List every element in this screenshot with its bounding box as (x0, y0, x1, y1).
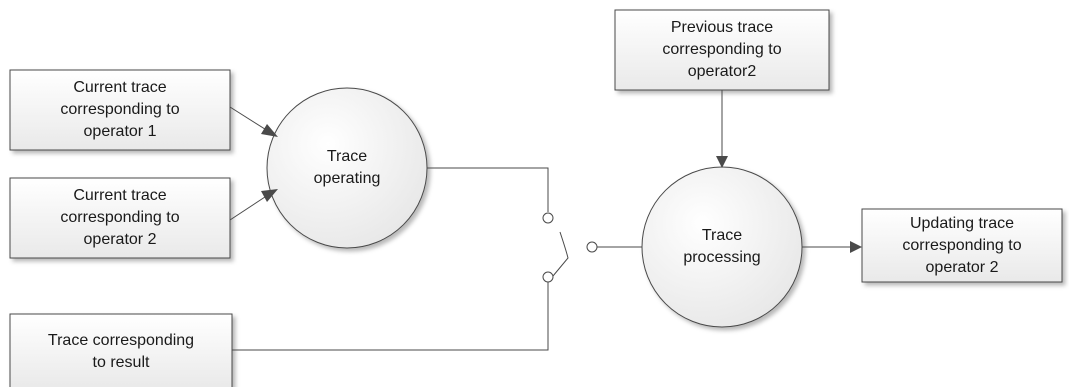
box-updating-trace-operator-2 (861, 208, 1063, 283)
arrowhead-into-operating-bottom (261, 189, 278, 202)
box-previous-trace-operator2 (614, 9, 830, 91)
connector-op2-to-operating (229, 194, 269, 221)
switch-contact-common (586, 241, 598, 253)
box-label-current-trace-operator-2: Current trace corresponding to operator … (60, 187, 180, 248)
circle-label-trace-processing: Trace processing (683, 227, 761, 266)
box-label-previous-trace-operator2: Previous trace corresponding to operator… (662, 19, 782, 80)
box-label-updating-trace-operator-2: Updating trace corresponding to operator… (902, 214, 1022, 276)
box-label-trace-result: Trace corresponding to result (47, 331, 195, 371)
connector-result-to-switch (232, 282, 549, 351)
box-current-trace-operator-1 (9, 69, 231, 151)
circle-label-trace-operating: Trace operating (313, 148, 381, 187)
switch-contact-lower (542, 271, 554, 283)
switch-contact-upper (542, 212, 554, 224)
arrowhead-into-processing-top (716, 156, 728, 168)
connector-op1-to-operating (229, 106, 269, 132)
box-current-trace-operator-2 (9, 177, 231, 259)
connector-operating-to-switch (427, 167, 549, 212)
arrowhead-into-updating (850, 241, 862, 253)
box-label-current-trace-operator-1: Current trace corresponding to operator … (60, 79, 180, 140)
arrowhead-into-operating-top (261, 124, 278, 137)
box-trace-result (9, 313, 233, 387)
switch-lever (552, 231, 569, 277)
